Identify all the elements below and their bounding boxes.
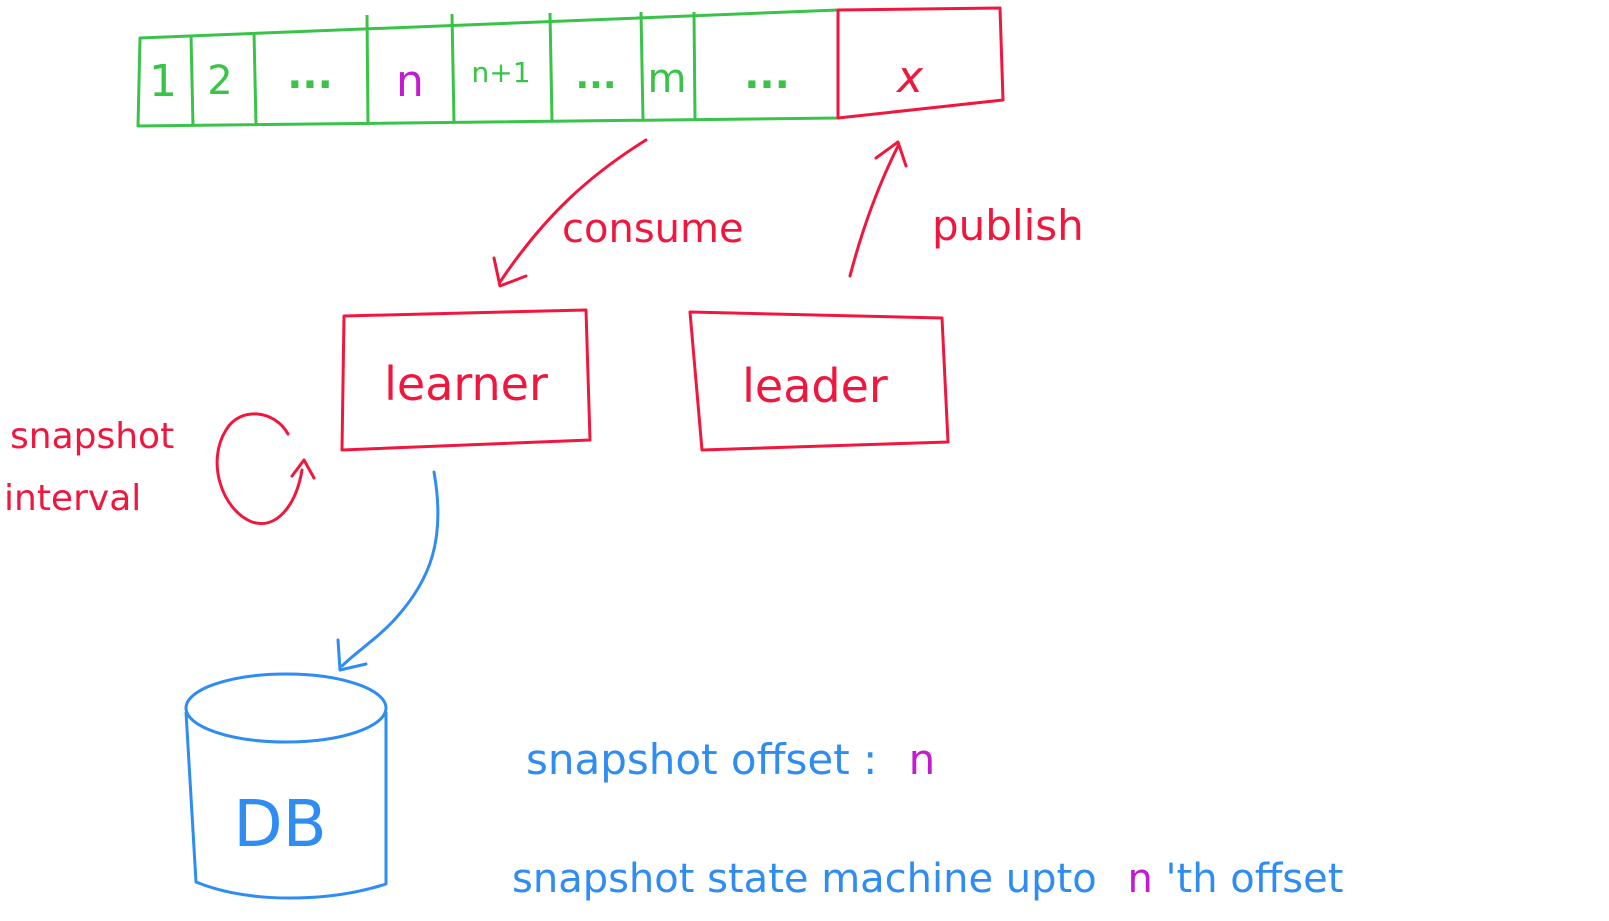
new-log-entry-outline bbox=[836, 6, 1005, 120]
leader-box: leader bbox=[688, 310, 950, 452]
learner-to-db-line bbox=[340, 470, 440, 668]
publish-arrow: publish bbox=[848, 140, 1084, 278]
publish-arrow-head bbox=[874, 140, 908, 168]
log-cell-ellipsis: ... bbox=[287, 52, 333, 98]
learner-to-db-arrowhead bbox=[336, 638, 368, 672]
snapshot-interval: snapshot interval bbox=[4, 412, 316, 525]
refresh-loop-arrowhead-icon bbox=[290, 458, 316, 480]
note-line-2-prefix: snapshot state machine upto bbox=[512, 856, 1097, 902]
consume-arrow-line bbox=[498, 138, 648, 284]
log-divider bbox=[365, 14, 370, 125]
log-cell-ellipsis: ... bbox=[744, 52, 790, 98]
learner-label: learner bbox=[384, 357, 548, 411]
log-cell-1: 1 bbox=[149, 56, 177, 107]
snapshot-interval-label-line1: snapshot bbox=[10, 416, 174, 457]
log-cell-m: m bbox=[648, 56, 687, 102]
log-cell-ellipsis: ... bbox=[575, 56, 616, 97]
db-label: DB bbox=[233, 788, 326, 862]
log-divider bbox=[252, 31, 258, 126]
learner-box-outline bbox=[340, 308, 592, 452]
snapshot-interval-label-line2: interval bbox=[4, 478, 141, 519]
consume-arrow-head bbox=[492, 256, 528, 288]
publish-arrow-line bbox=[848, 144, 900, 278]
db-cylinder-top bbox=[184, 672, 388, 744]
refresh-loop-icon bbox=[215, 412, 304, 525]
note-line-1-highlight: n bbox=[909, 735, 936, 784]
leader-box-outline bbox=[688, 310, 950, 452]
log-strip: 1 2 ... n n+1 ... m ... bbox=[136, 8, 840, 128]
new-log-entry: x bbox=[836, 6, 1005, 120]
learner-to-db-arrow bbox=[336, 470, 440, 672]
note-line-1-prefix: snapshot offset : bbox=[526, 735, 877, 784]
log-cell-n-plus-1: n+1 bbox=[471, 56, 530, 89]
log-cell-2: 2 bbox=[207, 58, 232, 104]
log-cell-x: x bbox=[895, 52, 924, 103]
consume-label: consume bbox=[562, 206, 744, 252]
log-divider bbox=[639, 11, 645, 121]
publish-label: publish bbox=[932, 201, 1084, 250]
db-cylinder-body bbox=[184, 711, 388, 900]
log-divider bbox=[450, 13, 456, 124]
note-line-2-suffix: 'th offset bbox=[1166, 856, 1344, 902]
log-divider bbox=[692, 11, 697, 120]
snapshot-notes: snapshot offset : n snapshot state machi… bbox=[512, 735, 1343, 902]
db-cylinder: DB bbox=[184, 672, 388, 900]
log-divider bbox=[189, 34, 195, 127]
consume-arrow: consume bbox=[492, 138, 744, 288]
log-cell-n: n bbox=[396, 56, 424, 107]
log-divider bbox=[548, 12, 554, 122]
learner-box: learner bbox=[340, 308, 592, 452]
note-line-2: snapshot state machine upto n 'th offset bbox=[512, 856, 1343, 902]
note-line-1: snapshot offset : n bbox=[526, 735, 935, 784]
leader-label: leader bbox=[742, 359, 888, 413]
note-line-2-highlight: n bbox=[1127, 856, 1152, 902]
